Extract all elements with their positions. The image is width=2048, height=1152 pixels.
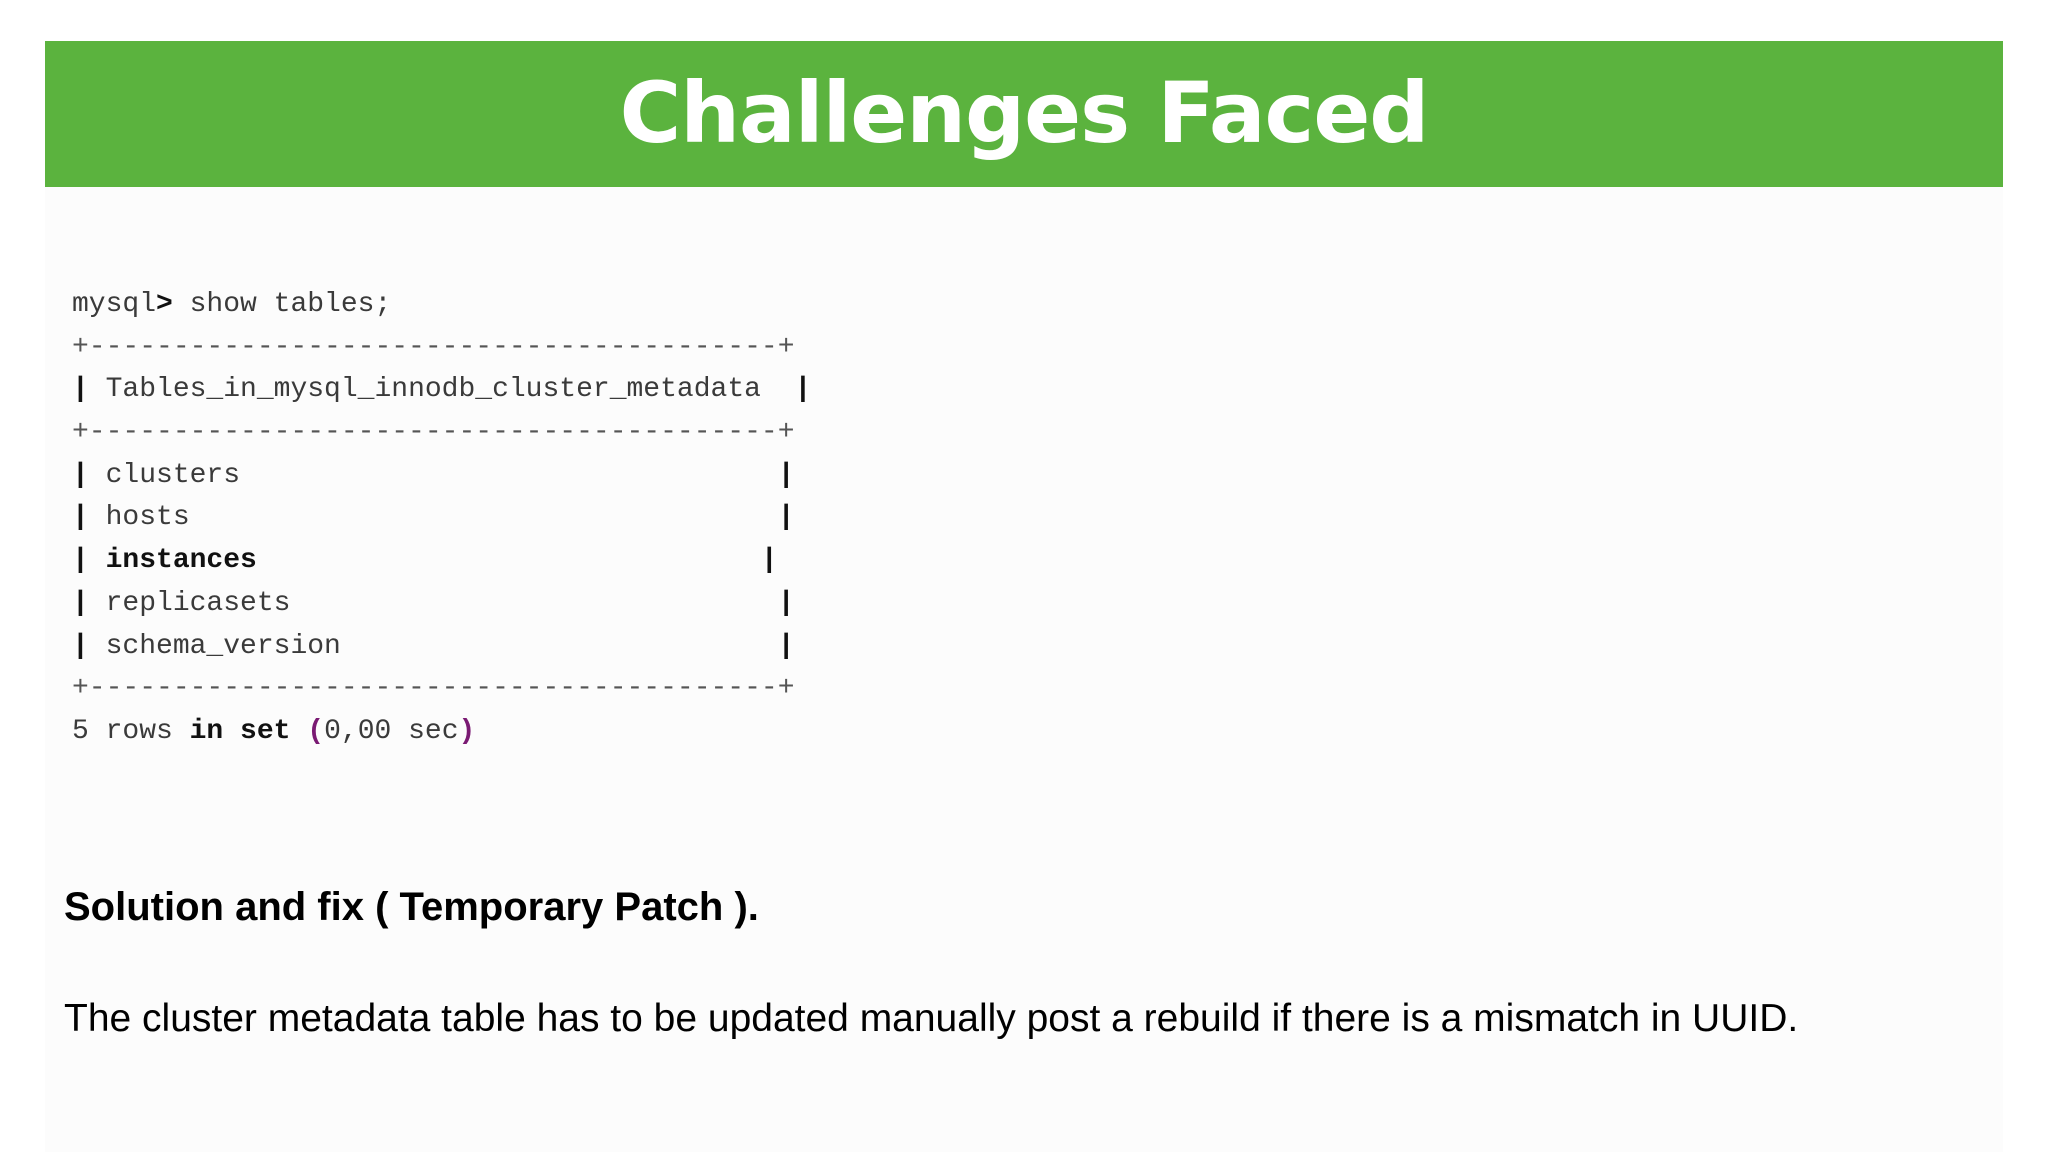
table-row-cell: replicasets bbox=[88, 587, 778, 619]
row-count: 5 rows bbox=[72, 715, 190, 747]
solution-body: The cluster metadata table has to be upd… bbox=[64, 997, 1799, 1040]
table-header-row: | Tables_in_mysql_innodb_cluster_metadat… bbox=[72, 374, 812, 406]
solution-heading: Solution and fix ( Temporary Patch ). bbox=[64, 885, 759, 929]
table-row-cell: schema_version bbox=[88, 630, 778, 662]
table-row: | replicasets | bbox=[72, 587, 795, 619]
query-duration: 0,00 sec bbox=[324, 715, 459, 747]
slide-title: Challenges Faced bbox=[619, 64, 1430, 162]
paren-open: ( bbox=[307, 715, 325, 747]
terminal-output: mysql> show tables; +--------------------… bbox=[72, 284, 811, 754]
paren-close: ) bbox=[458, 715, 476, 747]
table-border-top: +---------------------------------------… bbox=[72, 331, 795, 363]
table-border-bottom: +---------------------------------------… bbox=[72, 673, 795, 705]
title-bar: Challenges Faced bbox=[45, 41, 2003, 187]
terminal-prompt: mysql bbox=[72, 289, 157, 320]
keyword-set: set bbox=[240, 715, 291, 747]
table-border-mid: +---------------------------------------… bbox=[72, 417, 795, 449]
terminal-prompt-symbol: > bbox=[156, 289, 173, 320]
keyword-in: in bbox=[189, 715, 224, 747]
table-row: | hosts | bbox=[72, 502, 795, 534]
terminal-footer: 5 rows in set (0,00 sec) bbox=[72, 711, 811, 754]
table-row-cell: instances bbox=[88, 545, 761, 577]
table-row: | schema_version | bbox=[72, 630, 795, 662]
terminal-command: show tables; bbox=[172, 289, 392, 320]
table-row: | instances | bbox=[72, 545, 778, 577]
table-header-cell: Tables_in_mysql_innodb_cluster_metadata bbox=[88, 374, 795, 406]
table-row-cell: clusters bbox=[88, 459, 778, 491]
terminal-command-line: mysql> show tables; bbox=[72, 284, 811, 327]
table-row-cell: hosts bbox=[88, 502, 778, 534]
content-panel bbox=[45, 187, 2003, 1152]
table-row: | clusters | bbox=[72, 459, 795, 491]
